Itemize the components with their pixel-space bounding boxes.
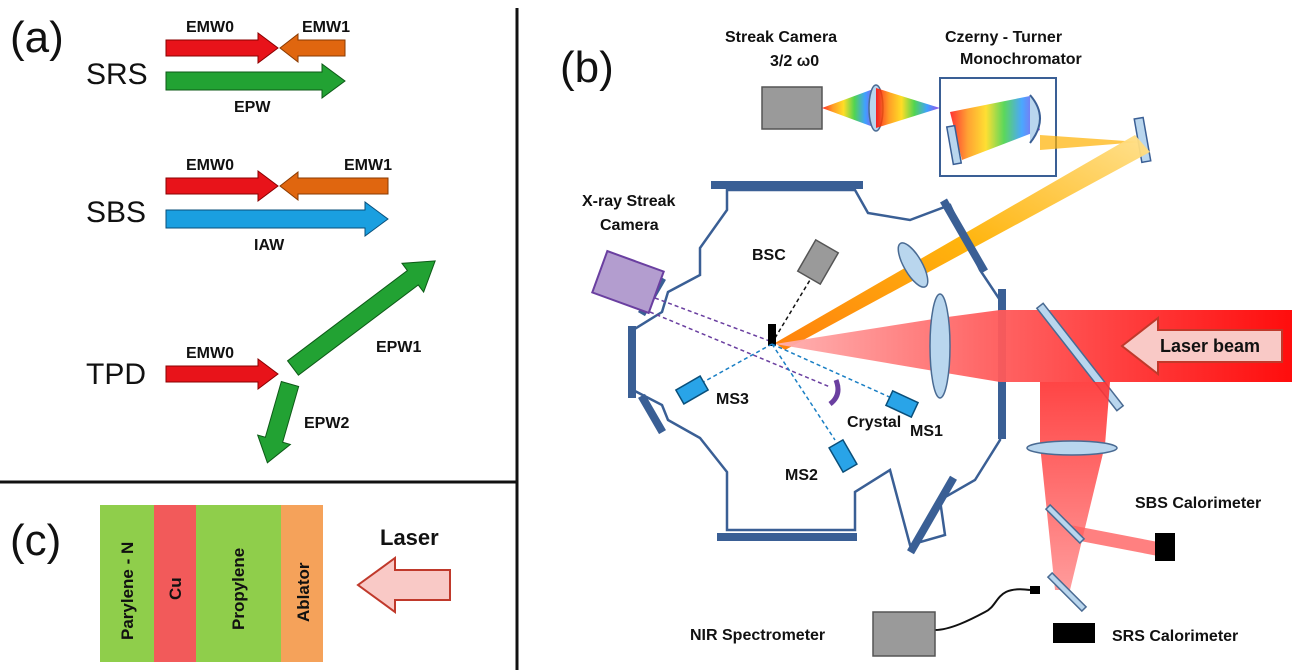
xray-camera-label-2: Camera <box>600 217 659 234</box>
srs-emw1-arrow <box>279 32 346 64</box>
srs-calorimeter-box <box>1053 623 1095 643</box>
ms3-line <box>697 343 773 386</box>
layer-cu <box>154 505 196 662</box>
tpd-label: TPD <box>86 358 146 391</box>
monochromator-box <box>939 77 1057 177</box>
streak-camera-box <box>761 86 823 130</box>
target-layers: Parylene - N Cu Propylene Ablator <box>100 505 323 662</box>
monochromator-mirror <box>1029 94 1041 144</box>
crystal-label: Crystal <box>847 414 901 431</box>
sbs-emw0-label: EMW0 <box>186 157 234 174</box>
tpd-epw2-label: EPW2 <box>304 415 349 432</box>
streak-camera-label-1: Streak Camera <box>725 29 837 46</box>
rainbow-beam-1 <box>822 88 876 128</box>
monochromator-label-2: Monochromator <box>960 51 1082 68</box>
chamber-port-left-lower <box>638 393 666 435</box>
monochromator-grating <box>945 124 963 166</box>
bsc-line <box>774 279 811 339</box>
ms1-label: MS1 <box>910 423 943 440</box>
beam-splitter-srs <box>1046 571 1088 613</box>
crystal-shape <box>828 379 841 406</box>
nir-spectrometer-label: NIR Spectrometer <box>690 627 825 644</box>
panel-c-label: (c) <box>10 516 61 565</box>
monochromator-label-1: Czerny - Turner <box>945 29 1062 46</box>
layer-propylene <box>196 505 281 662</box>
monochromator-output-beam <box>1040 135 1140 150</box>
fiber-cable <box>934 588 1031 631</box>
sbs-emw1-arrow <box>279 170 389 202</box>
srs-emw1-label: EMW1 <box>302 19 350 36</box>
layer-cu-label: Cu <box>166 577 185 600</box>
sbs-down-beam <box>1040 382 1110 590</box>
bsc-label: BSC <box>752 247 786 264</box>
ms2-detector <box>828 438 858 474</box>
sbs-branch-beam <box>1070 525 1158 556</box>
srs-calorimeter-label: SRS Calorimeter <box>1112 628 1238 645</box>
ms1-detector <box>884 389 920 419</box>
laser-label-c: Laser <box>380 525 439 550</box>
laser-arrow-c <box>356 556 451 614</box>
sbs-calorimeter-label: SBS Calorimeter <box>1135 495 1261 512</box>
xray-camera-label-1: X-ray Streak <box>582 193 675 210</box>
sbs-emw1-label: EMW1 <box>344 157 392 174</box>
xray-line-2 <box>649 311 831 388</box>
lens-main <box>929 293 951 399</box>
rainbow-beam-2 <box>876 88 940 128</box>
srs-label: SRS <box>86 58 148 91</box>
srs-emw0-arrow <box>165 32 279 64</box>
layer-propylene-label: Propylene <box>229 548 248 630</box>
laser-beam-arrow <box>1120 315 1283 377</box>
bsc-detector <box>796 238 840 286</box>
tpd-epw1-arrow <box>286 260 436 376</box>
target <box>768 324 776 346</box>
laser-beam <box>775 310 1292 382</box>
fiber-tip <box>1030 586 1040 594</box>
tpd-epw2-arrow <box>256 380 300 464</box>
layer-ablator <box>281 505 323 662</box>
laser-beam-label: Laser beam <box>1160 336 1260 356</box>
chamber-port-left <box>628 326 636 398</box>
monochromator-rainbow <box>950 96 1040 160</box>
layer-parylene <box>100 505 154 662</box>
lens-reflected <box>897 242 929 288</box>
xray-camera-box <box>591 249 665 315</box>
ms3-detector <box>674 375 710 405</box>
backscatter-beam <box>775 135 1150 350</box>
ms2-line <box>771 343 836 441</box>
ms1-line <box>771 343 897 401</box>
streak-camera-label-2: 3/2 ω0 <box>770 53 819 70</box>
panel-b-label: (b) <box>560 43 614 92</box>
srs-epw-arrow <box>165 63 346 99</box>
srs-emw0-label: EMW0 <box>186 19 234 36</box>
beam-splitter-sbs <box>1044 503 1086 545</box>
sbs-label: SBS <box>86 196 146 229</box>
sbs-calorimeter-box <box>1155 533 1175 561</box>
tpd-emw0-label: EMW0 <box>186 345 234 362</box>
sbs-iaw-arrow <box>165 201 389 237</box>
xray-line-1 <box>654 297 776 344</box>
chamber-port-top <box>711 181 863 189</box>
tpd-emw0-arrow <box>165 358 279 390</box>
chamber-port-upper-right <box>940 198 988 274</box>
layer-ablator-label: Ablator <box>294 562 313 622</box>
chamber-port-bottom <box>717 533 857 541</box>
ms2-label: MS2 <box>785 467 818 484</box>
sbs-iaw-label: IAW <box>254 237 285 254</box>
sbs-emw0-arrow <box>165 170 279 202</box>
lens-down <box>1026 440 1118 456</box>
chamber-port-lower-right <box>907 475 957 555</box>
layer-parylene-label: Parylene - N <box>118 542 137 640</box>
nir-spectrometer-box <box>872 611 936 657</box>
srs-epw-label: EPW <box>234 99 271 116</box>
tpd-epw1-label: EPW1 <box>376 339 421 356</box>
ms3-label: MS3 <box>716 391 749 408</box>
panel-a-label: (a) <box>10 13 64 62</box>
